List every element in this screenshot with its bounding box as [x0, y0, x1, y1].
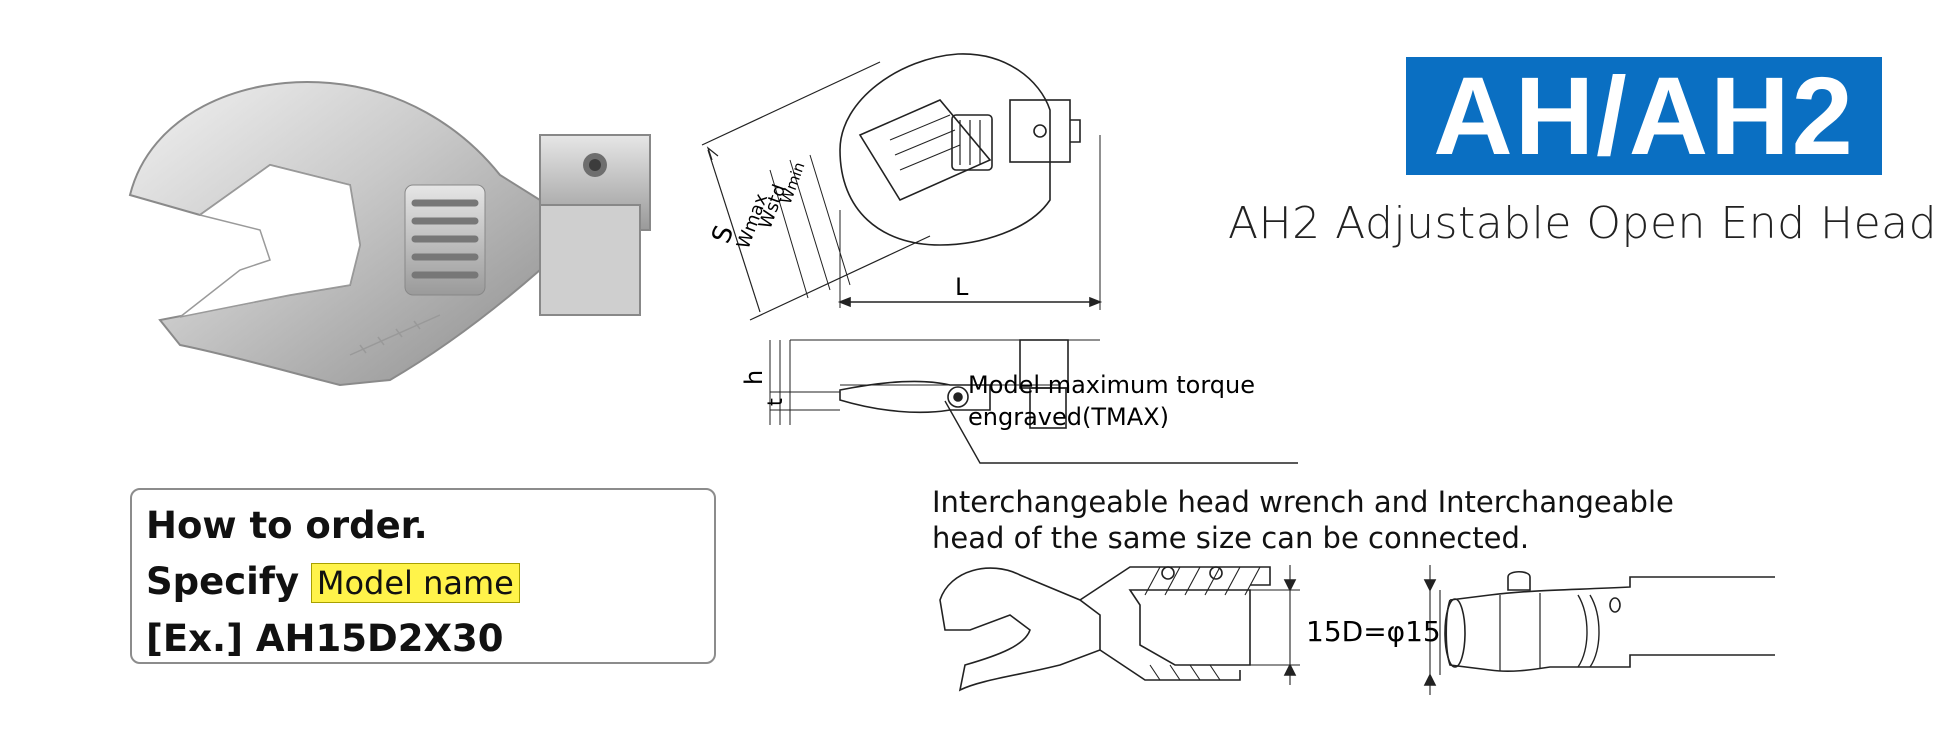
brand-logo-text: AH/AH2	[1433, 54, 1855, 178]
dim-label-l: L	[955, 273, 969, 301]
dim-label-wmin: Wmin	[777, 160, 809, 207]
connection-note-line-2: head of the same size can be connected.	[932, 521, 1530, 555]
how-to-order-box: How to order. Specify Model name [Ex.] A…	[130, 488, 716, 664]
connection-note-line-1: Interchangeable head wrench and Intercha…	[932, 485, 1674, 519]
callout-line-1: Model maximum torque	[968, 371, 1255, 399]
connection-note: Interchangeable head wrench and Intercha…	[932, 484, 1792, 556]
diameter-label: 15D=φ15	[1306, 615, 1441, 648]
dimension-drawing: S L Wmax Wstd Wmin h t Model maximum tor…	[701, 53, 1298, 464]
order-heading-text: How to order.	[146, 504, 428, 547]
product-title: AH2 Adjustable Open End Head	[1228, 198, 1937, 249]
worm-gear	[404, 184, 486, 296]
order-specify-label: Specify	[146, 560, 300, 603]
dim-label-h: h	[740, 370, 768, 385]
square-connector	[539, 134, 651, 316]
callout-line-2: engraved(TMAX)	[968, 403, 1169, 431]
order-specify-line: Specify Model name	[146, 554, 700, 611]
brand-logo: AH/AH2	[1406, 55, 1882, 178]
order-example: [Ex.] AH15D2X30	[146, 611, 700, 667]
model-name-highlight: Model name	[310, 563, 520, 603]
connection-drawing: 15D=φ15	[939, 565, 1775, 695]
order-heading: How to order.	[146, 498, 700, 554]
order-example-text: [Ex.] AH15D2X30	[146, 617, 504, 660]
adjustable-head-photo	[128, 81, 651, 387]
dim-label-t: t	[763, 398, 787, 406]
